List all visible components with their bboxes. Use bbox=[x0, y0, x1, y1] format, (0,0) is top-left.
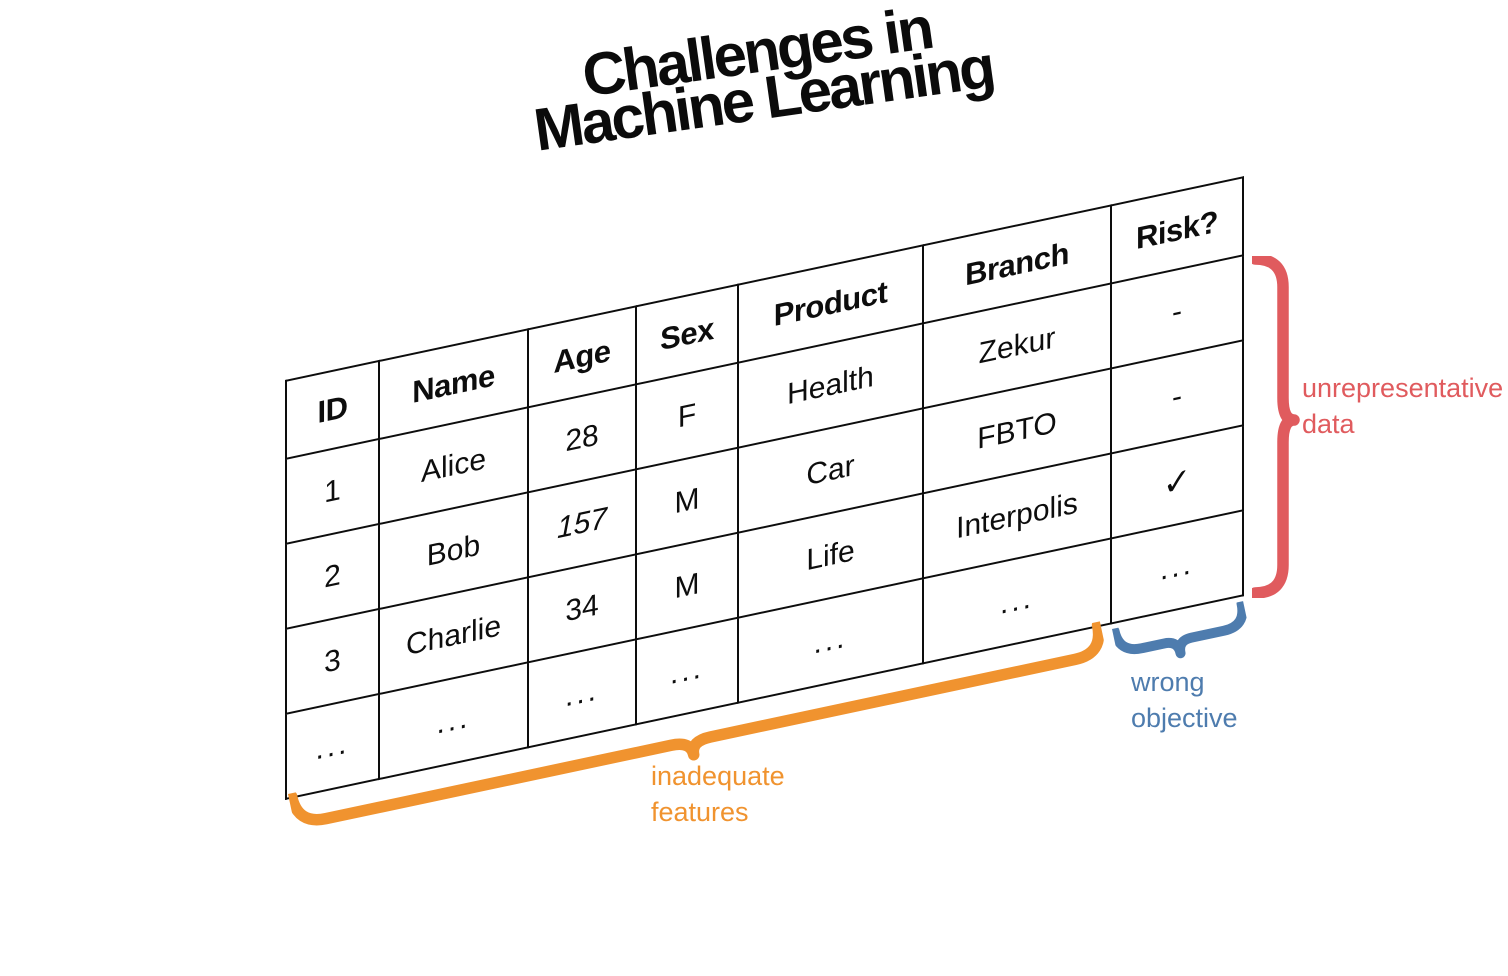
label-unrepresentative-data: unrepresentative data bbox=[1302, 370, 1503, 442]
brace-inadequate-features bbox=[288, 621, 1105, 826]
label-line: data bbox=[1302, 409, 1355, 439]
label-line: wrong bbox=[1131, 667, 1205, 697]
label-line: features bbox=[651, 797, 749, 827]
label-line: unrepresentative bbox=[1302, 373, 1504, 403]
diagram-title: Challenges in Machine Learning bbox=[417, 0, 1103, 169]
label-inadequate-features: inadequate features bbox=[651, 758, 785, 830]
label-line: inadequate bbox=[651, 761, 785, 791]
brace-unrepresentative-data bbox=[1252, 256, 1300, 598]
brace-wrong-objective bbox=[1112, 601, 1248, 659]
label-wrong-objective: wrong objective bbox=[1131, 664, 1238, 736]
label-line: objective bbox=[1131, 703, 1238, 733]
